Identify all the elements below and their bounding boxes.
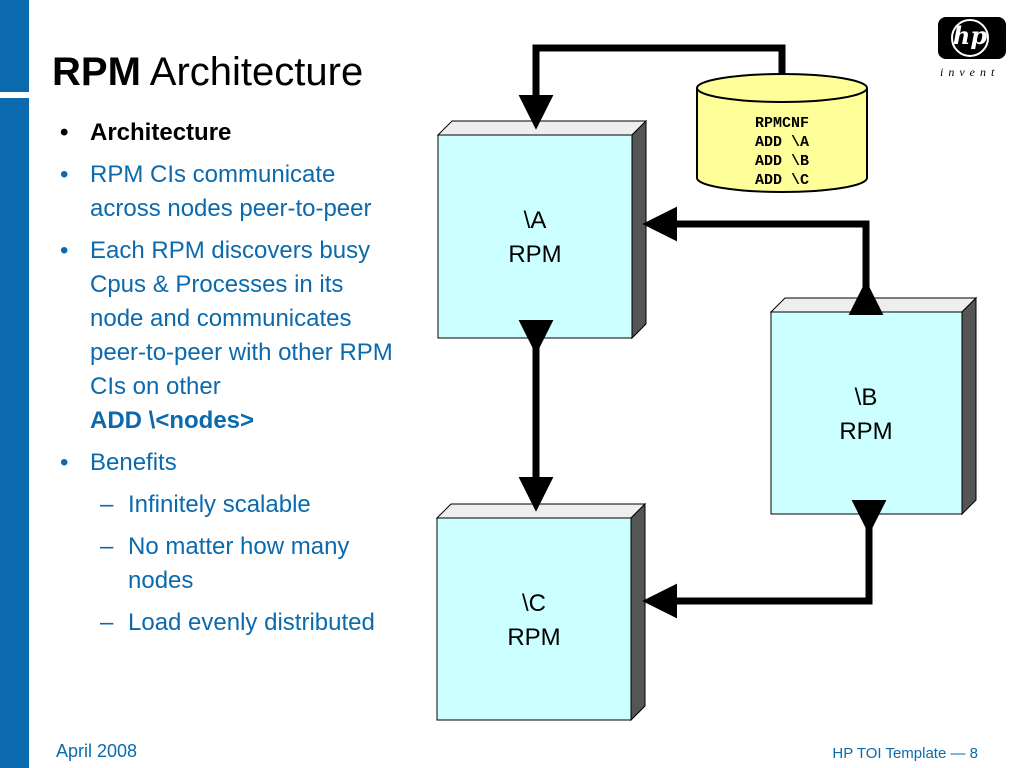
node-c-label: RPM [507,624,560,651]
node-b-label: RPM [839,418,892,445]
node-a-label: RPM [508,241,561,268]
title-bold: RPM [52,50,141,94]
node-a: \A RPM [436,119,648,340]
arrow-node-b-to-node-a [642,206,884,316]
bullet-peer-communication: RPM CIs communicate across nodes peer-to… [58,158,403,226]
footer-template-page: HP TOI Template — 8 [832,745,978,762]
bullet-architecture: Architecture [58,116,403,150]
node-a-name: \A [524,207,547,234]
hp-logo-box: hp [938,17,1006,59]
slide-title: RPM Architecture [52,50,363,95]
footer-date: April 2008 [56,741,138,761]
arrow-node-c-to-node-b [642,499,887,619]
bullet-discovery-bold: ADD \<nodes> [90,407,255,434]
title-rest: Architecture [149,50,364,94]
hp-logo-ring [951,19,989,57]
bullet-discovery-line-1: Each RPM discovers busy Cpus & Processes… [90,237,371,332]
arrow-db-to-node-a [518,44,786,130]
db-line-4: ADD \C [755,172,809,189]
node-c: \C RPM [435,502,647,722]
left-accent-bar [0,0,29,768]
db-line-1: RPMCNF [755,115,809,132]
node-b: \B RPM [769,296,978,516]
bullet-discovery-line-2: peer-to-peer with other RPM CIs on other [90,339,393,400]
left-accent-bar-gap [0,92,29,98]
node-b-name: \B [855,384,878,411]
node-c-name: \C [522,590,546,617]
sub-bullet-scalable: Infinitely scalable [58,488,403,522]
sub-bullet-nodes: No matter how many nodes [58,530,403,598]
hp-logo: hp invent [938,17,1010,85]
sub-bullet-load: Load evenly distributed [58,606,403,640]
hp-logo-mark: hp [952,21,988,50]
db-line-2: ADD \A [755,134,809,151]
rpmcnf-database: RPMCNF ADD \A ADD \B ADD \C [696,73,868,193]
bullet-discovery: Each RPM discovers busy Cpus & Processes… [58,234,403,438]
db-line-3: ADD \B [755,153,809,170]
bullet-benefits: Benefits [58,446,403,480]
bullet-list: Architecture RPM CIs communicate across … [58,116,403,648]
hp-logo-tagline: invent [940,65,1000,79]
